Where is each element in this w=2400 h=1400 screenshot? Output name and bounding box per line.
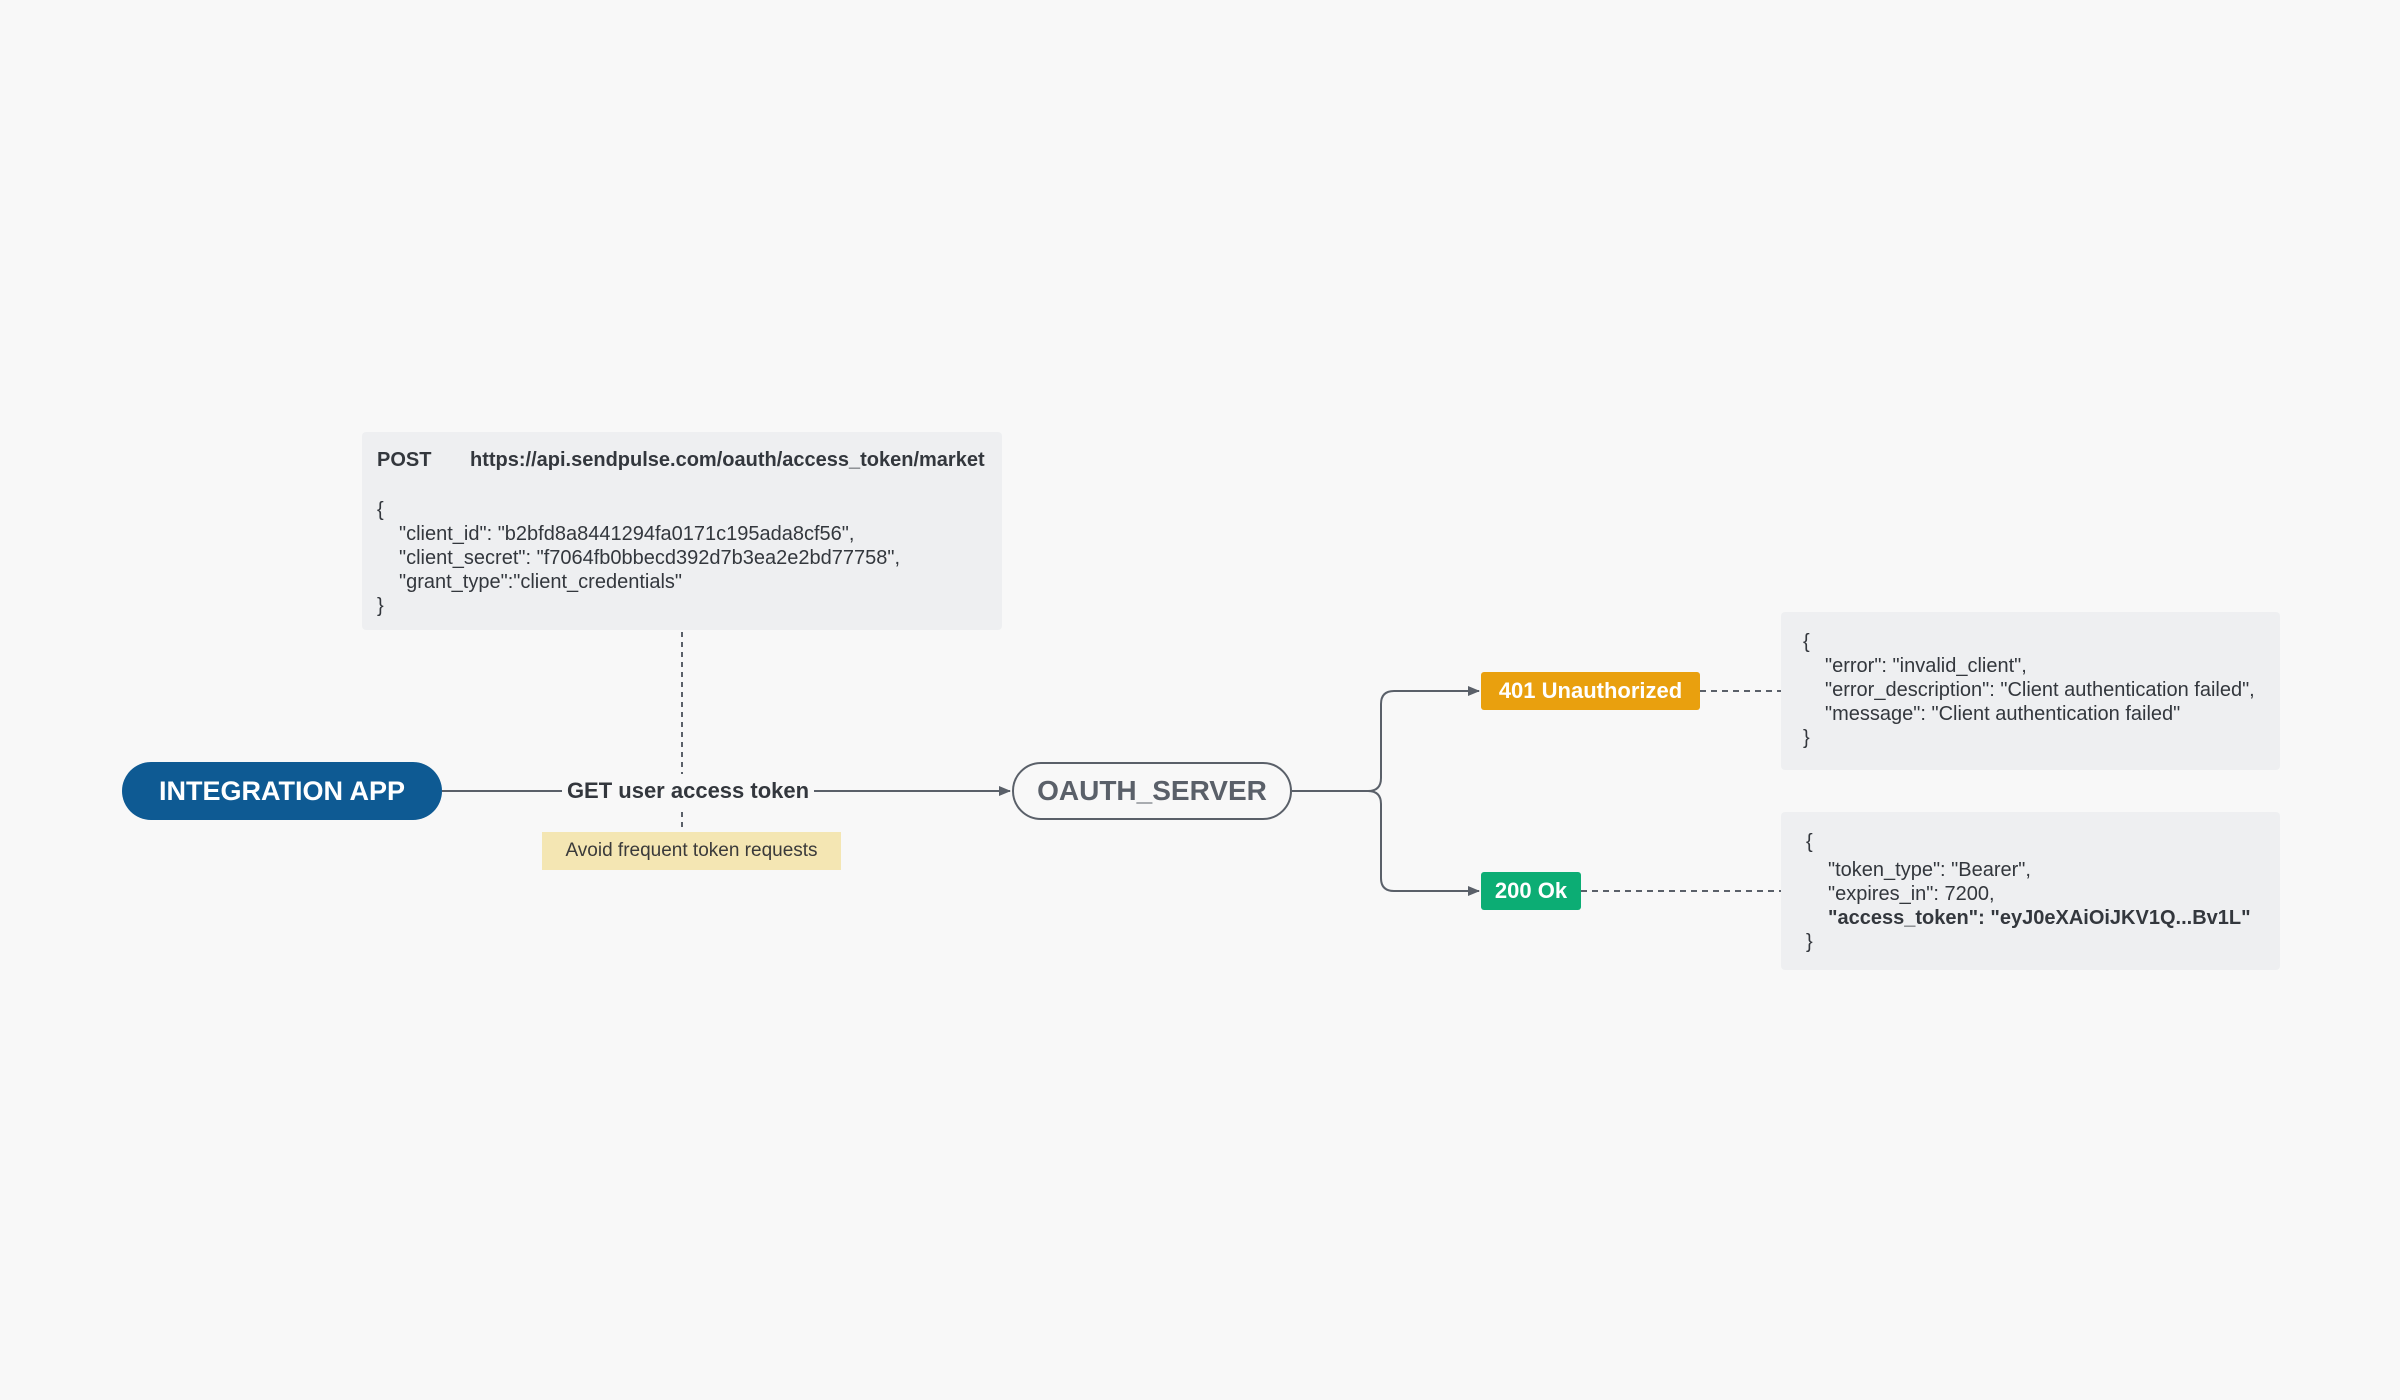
- success-open-brace: {: [1806, 831, 1813, 853]
- request-open-brace: {: [377, 499, 384, 521]
- edge-label: GET user access token: [562, 774, 814, 808]
- error-line-error: "error": "invalid_client",: [1825, 655, 2027, 677]
- request-line-grant-type: "grant_type":"client_credentials": [399, 571, 682, 593]
- status-401-badge: 401 Unauthorized: [1481, 672, 1700, 710]
- error-line-description: "error_description": "Client authenticat…: [1825, 679, 2255, 701]
- error-line-message: "message": "Client authentication failed…: [1825, 703, 2181, 725]
- request-url: https://api.sendpulse.com/oauth/access_t…: [470, 449, 985, 471]
- request-card: POST https://api.sendpulse.com/oauth/acc…: [362, 432, 1002, 630]
- error-close-brace: }: [1803, 727, 1810, 749]
- request-close-brace: }: [377, 595, 384, 617]
- note-box: Avoid frequent token requests: [542, 832, 841, 870]
- oauth-server-node: OAUTH_SERVER: [1012, 762, 1292, 820]
- success-line-expires-in: "expires_in": 7200,: [1828, 883, 1995, 905]
- request-line-client-secret: "client_secret": "f7064fb0bbecd392d7b3ea…: [399, 547, 901, 569]
- integration-app-node: INTEGRATION APP: [122, 762, 442, 820]
- request-line-client-id: "client_id": "b2bfd8a8441294fa0171c195ad…: [399, 523, 855, 545]
- status-200-badge: 200 Ok: [1481, 872, 1581, 910]
- error-open-brace: {: [1803, 631, 1810, 653]
- success-close-brace: }: [1806, 931, 1813, 953]
- request-header: POST https://api.sendpulse.com/oauth/acc…: [377, 448, 986, 472]
- success-response-card: { "token_type": "Bearer", "expires_in": …: [1781, 812, 2280, 970]
- success-line-token-type: "token_type": "Bearer",: [1828, 859, 2031, 881]
- success-line-access-token: "access_token": "eyJ0eXAiOiJKV1Q...Bv1L": [1828, 907, 2251, 929]
- branch-200-arrow: [1292, 790, 1480, 896]
- branch-401-arrow: [1292, 686, 1480, 792]
- request-method: POST: [377, 449, 432, 471]
- error-response-card: { "error": "invalid_client", "error_desc…: [1781, 612, 2280, 770]
